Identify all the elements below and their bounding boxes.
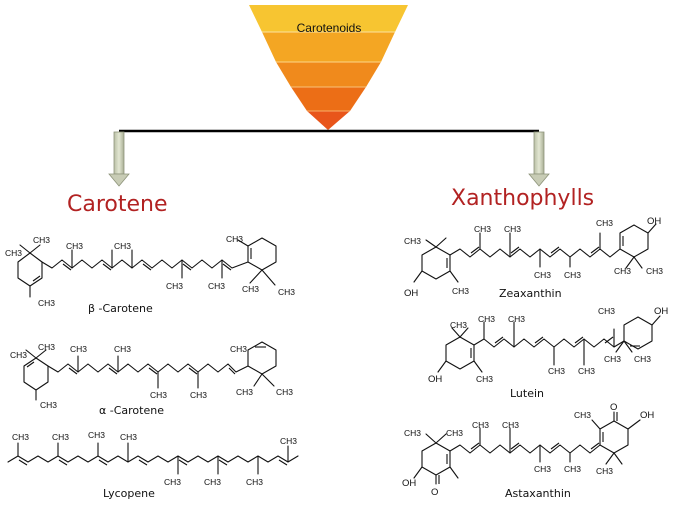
methyl-label: CH3 <box>478 314 495 324</box>
methyl-label: CH3 <box>208 281 225 291</box>
methyl-label: CH3 <box>474 224 491 234</box>
zeaxanthin-name: Zeaxanthin <box>499 287 562 300</box>
xanthophylls-heading: Xanthophylls <box>451 186 594 211</box>
carotene-heading: Carotene <box>67 192 168 217</box>
methyl-label: CH3 <box>70 344 87 354</box>
methyl-label: CH3 <box>40 400 57 410</box>
hydroxyl-label: OH <box>404 288 418 299</box>
methyl-label: CH3 <box>578 366 595 376</box>
methyl-label: CH3 <box>564 464 581 474</box>
funnel-band-3 <box>276 62 381 87</box>
methyl-label: CH3 <box>452 286 469 296</box>
beta-carotene-structure: CH3 CH3 CH3 CH3 CH3 CH3 CH3 CH3 CH3 CH3 … <box>5 234 295 315</box>
methyl-label: CH3 <box>450 320 467 330</box>
methyl-label: CH3 <box>278 287 295 297</box>
methyl-label: CH3 <box>242 284 259 294</box>
funnel-title: Carotenoids <box>297 21 362 35</box>
methyl-label: CH3 <box>574 410 591 420</box>
beta-carotene-name: β -Carotene <box>88 302 153 315</box>
arrow-down-right <box>528 131 550 187</box>
methyl-label: CH3 <box>646 266 663 276</box>
methyl-label: CH3 <box>38 298 55 308</box>
arrow-down-left <box>108 131 130 187</box>
zeaxanthin-structure: CH3 CH3 OH CH3 CH3 CH3 CH3 CH3 OH CH3 CH… <box>404 216 663 300</box>
methyl-label: CH3 <box>190 390 207 400</box>
methyl-label: CH3 <box>236 387 253 397</box>
oxygen-label: O <box>610 402 617 413</box>
lutein-structure: CH3 CH3 OH CH3 CH3 CH3 CH3 CH3 OH CH3 CH… <box>428 306 668 400</box>
methyl-label: CH3 <box>12 432 29 442</box>
methyl-label: CH3 <box>598 306 615 316</box>
methyl-label: CH3 <box>508 314 525 324</box>
methyl-label: CH3 <box>534 464 551 474</box>
hydroxyl-label: OH <box>428 374 442 385</box>
branch-connector <box>108 129 550 187</box>
carotenoids-funnel: Carotenoids <box>249 5 408 130</box>
methyl-label: CH3 <box>150 390 167 400</box>
methyl-label: CH3 <box>66 241 83 251</box>
methyl-label: CH3 <box>446 428 463 438</box>
methyl-label: CH3 <box>33 235 50 245</box>
hydroxyl-label: OH <box>647 216 661 227</box>
hydroxyl-label: OH <box>640 410 654 421</box>
methyl-label: CH3 <box>10 350 27 360</box>
methyl-label: CH3 <box>502 420 519 430</box>
methyl-label: CH3 <box>88 430 105 440</box>
methyl-label: CH3 <box>564 270 581 280</box>
methyl-label: CH3 <box>246 477 263 487</box>
methyl-label: CH3 <box>38 342 55 352</box>
lycopene-structure: CH3 CH3 CH3 CH3 CH3 CH3 CH3 CH3 Lycopene <box>7 430 299 500</box>
oxygen-label: O <box>431 487 438 498</box>
astaxanthin-structure: CH3 CH3 OH O CH3 CH3 CH3 CH3 CH3 O OH CH… <box>402 402 654 500</box>
methyl-label: CH3 <box>596 466 613 476</box>
methyl-label: CH3 <box>472 420 489 430</box>
funnel-band-1 <box>249 5 408 32</box>
methyl-label: CH3 <box>114 241 131 251</box>
alpha-carotene-name: α -Carotene <box>99 404 164 417</box>
methyl-label: CH3 <box>534 270 551 280</box>
methyl-label: CH3 <box>230 344 247 354</box>
methyl-label: CH3 <box>166 281 183 291</box>
methyl-label: CH3 <box>5 248 22 258</box>
methyl-label: CH3 <box>504 224 521 234</box>
methyl-label: CH3 <box>120 432 137 442</box>
methyl-label: CH3 <box>548 366 565 376</box>
methyl-label: CH3 <box>404 428 421 438</box>
methyl-label: CH3 <box>476 374 493 384</box>
methyl-label: CH3 <box>404 236 421 246</box>
funnel-band-5 <box>307 111 350 130</box>
methyl-label: CH3 <box>634 354 651 364</box>
methyl-label: CH3 <box>226 234 243 244</box>
methyl-label: CH3 <box>204 477 221 487</box>
methyl-label: CH3 <box>52 432 69 442</box>
methyl-label: CH3 <box>280 436 297 446</box>
methyl-label: CH3 <box>114 344 131 354</box>
alpha-carotene-structure: CH3 CH3 CH3 CH3 CH3 CH3 CH3 CH3 CH3 CH3 … <box>10 341 293 417</box>
hydroxyl-label: OH <box>402 478 416 489</box>
funnel-band-2 <box>262 32 395 62</box>
methyl-label: CH3 <box>604 354 621 364</box>
methyl-label: CH3 <box>596 218 613 228</box>
hydroxyl-label: OH <box>654 306 668 317</box>
lutein-name: Lutein <box>510 387 544 400</box>
methyl-label: CH3 <box>614 266 631 276</box>
methyl-label: CH3 <box>276 387 293 397</box>
methyl-label: CH3 <box>164 477 181 487</box>
lycopene-name: Lycopene <box>103 487 155 500</box>
astaxanthin-name: Astaxanthin <box>505 487 571 500</box>
funnel-band-4 <box>291 87 366 111</box>
